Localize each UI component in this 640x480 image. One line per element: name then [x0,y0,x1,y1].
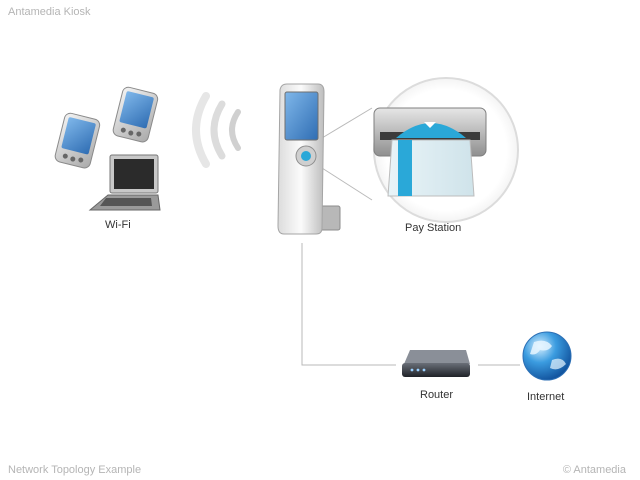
router-icon [402,350,470,377]
copyright: © Antamedia [562,464,626,476]
zoom-line-top [321,107,373,139]
wifi-devices-icon [54,86,161,211]
router-label: Router [420,389,454,401]
zoom-line-bottom [321,167,373,201]
internet-label: Internet [527,391,565,403]
connector-lines [301,107,520,366]
laptop-icon [88,154,161,211]
kiosk-to-router-line [301,243,396,366]
pay-station-label: Pay Station [405,222,462,234]
pda-right-icon [112,86,159,143]
kiosk-icon [277,83,341,235]
footer-caption: Network Topology Example [8,464,142,476]
wifi-label: Wi-Fi [105,219,131,231]
wifi-waves-icon [192,92,241,168]
card-reader-icon [373,77,519,223]
pda-left-icon [54,112,101,169]
globe-icon [522,331,572,381]
brand-title: Antamedia Kiosk [8,6,91,18]
